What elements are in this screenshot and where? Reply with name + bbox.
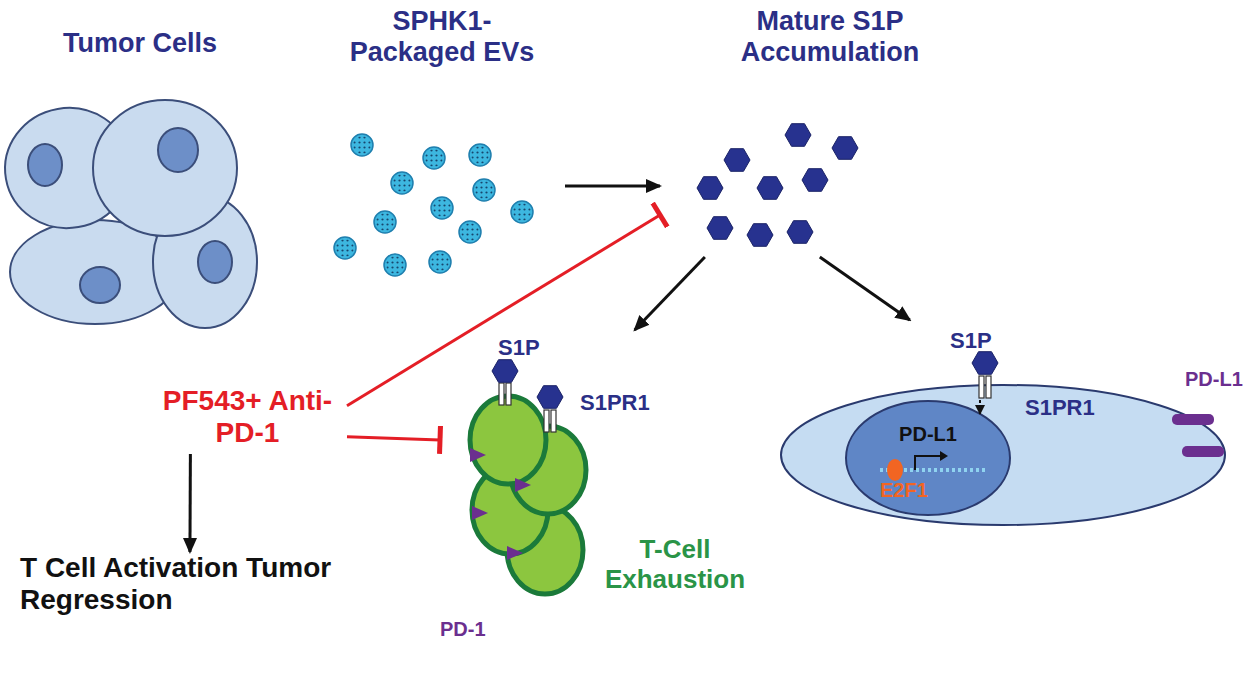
arrow-connector — [188, 454, 191, 552]
node-label: S1P — [950, 328, 1010, 353]
arrow-connector — [979, 400, 981, 414]
tumor-cells-art — [0, 98, 257, 328]
node-label: T Cell Activation Tumor Regression — [20, 552, 340, 616]
node-label: E2F1 — [880, 479, 936, 502]
molecule-group: Mature S1P Accumulation — [660, 2, 1000, 257]
node-label: T-Cell Exhaustion — [590, 535, 760, 595]
extracellular-vesicles — [334, 134, 533, 276]
node-label: Mature S1P Accumulation — [705, 6, 955, 68]
node-label: PD-1 — [440, 618, 500, 641]
node-label: S1PR1 — [1025, 395, 1105, 420]
inhibition-line — [347, 215, 660, 406]
arrow-connector — [820, 257, 910, 320]
tumor-cell — [781, 352, 1225, 525]
node-label: S1P — [498, 335, 558, 360]
t-cell-group: S1P S1PR1PD-1 T-Cell Exhaustion — [440, 330, 770, 645]
s1p-molecules — [697, 124, 858, 247]
t-cell-cluster — [470, 396, 586, 594]
nucleus: PD-L1E2F1 — [846, 401, 1010, 515]
vesicle-group: SPHK1- Packaged EVs — [320, 2, 565, 302]
outcome-label: T Cell Activation Tumor Regression — [20, 552, 350, 621]
node-label: PF543+ Anti-PD-1 — [150, 385, 345, 449]
treatment-label: PF543+ Anti-PD-1 — [150, 385, 347, 454]
pd1-receptors — [470, 448, 531, 560]
cell-group: Tumor Cells — [0, 20, 262, 335]
node-label: SPHK1- Packaged EVs — [342, 6, 542, 68]
node-label: PD-L1 — [1185, 368, 1249, 391]
inhibition-line — [347, 437, 440, 440]
node-label: S1PR1 — [580, 390, 660, 415]
arrow-connector — [635, 257, 705, 330]
s1pr1-receptors — [492, 360, 563, 432]
node-label: PD-L1 — [898, 423, 958, 446]
arrow-connector — [565, 184, 660, 187]
tumor-cell: S1PS1PR1PD-L1PD-L1E2F1 — [780, 320, 1252, 530]
node-label: Tumor Cells — [40, 28, 240, 59]
